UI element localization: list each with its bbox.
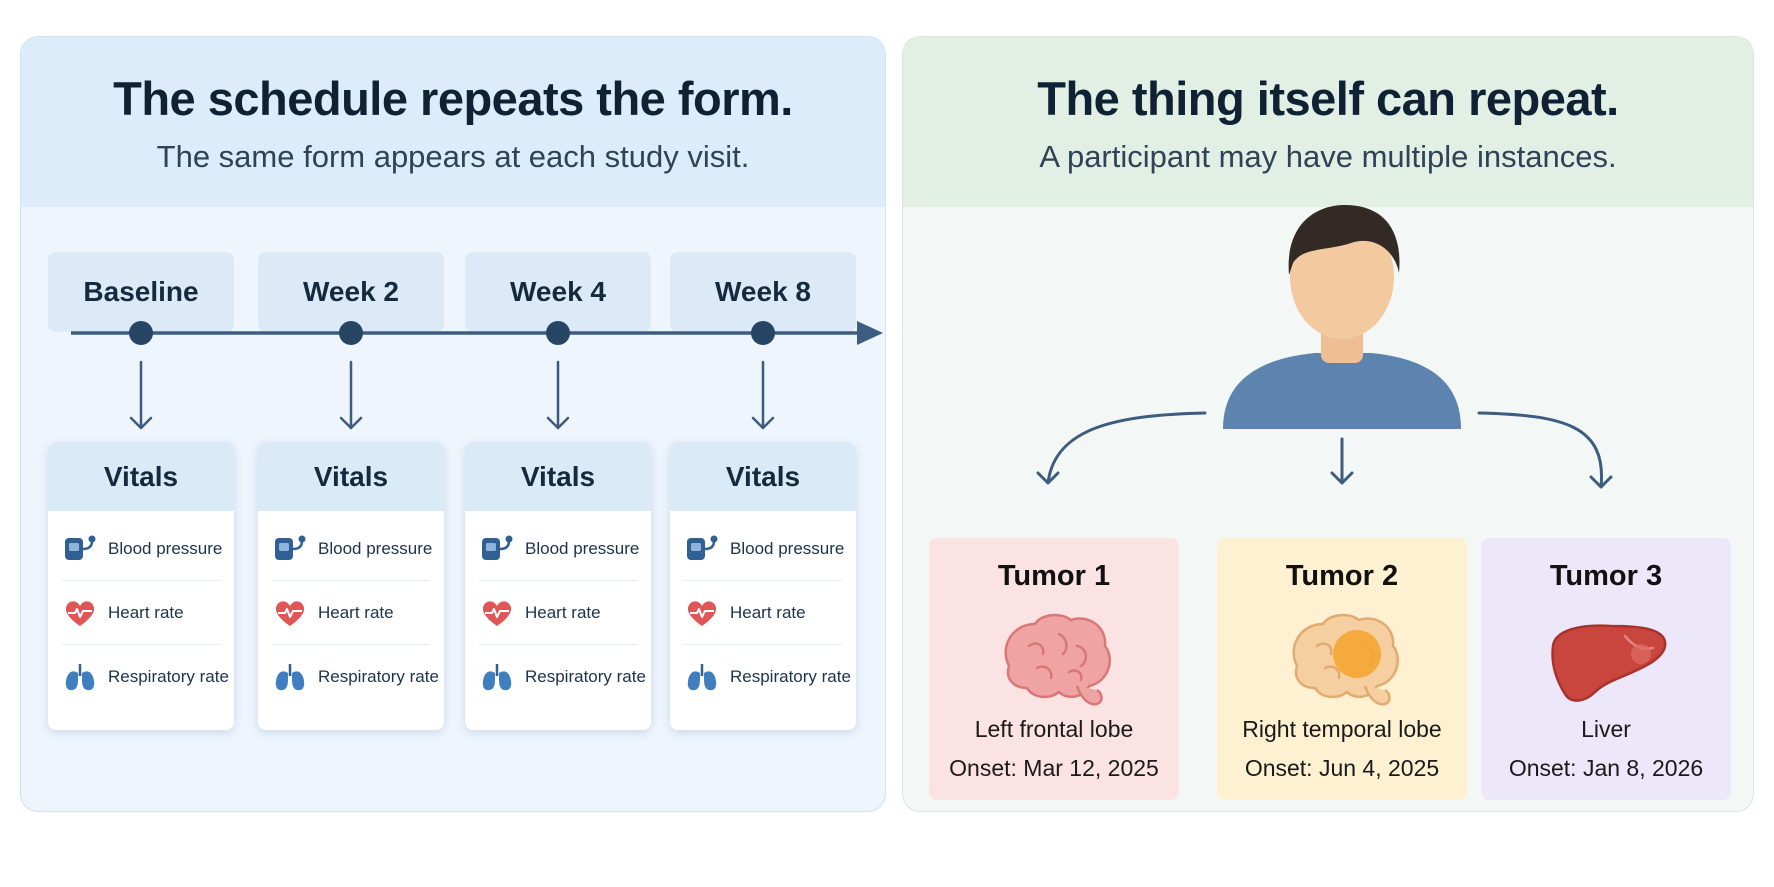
form-field-label: Blood pressure xyxy=(318,538,433,558)
person-icon xyxy=(1223,205,1461,429)
tumor-onset: Onset: Jan 8, 2026 xyxy=(1508,755,1704,781)
tumor-onset: Onset: Mar 12, 2025 xyxy=(949,755,1159,781)
form-field-label: Heart rate xyxy=(730,602,806,622)
tumor-onset: Onset: Jun 4, 2025 xyxy=(1244,755,1440,781)
blood-pressure-cuff-icon xyxy=(687,535,718,560)
form-card-title: Vitals xyxy=(258,442,444,511)
visit-label-week-4: Week 4 xyxy=(465,252,651,332)
form-field-label: Respiratory rate xyxy=(108,666,229,686)
person-hair xyxy=(1288,205,1400,275)
timeline-node-baseline xyxy=(129,321,153,345)
form-card-week-8: Vitals Blood pressure Heart rate Respira… xyxy=(670,442,856,730)
form-field-label: Heart rate xyxy=(525,602,601,622)
left-panel-subtitle: The same form appears at each study visi… xyxy=(156,139,750,174)
brain-icon xyxy=(1004,613,1111,706)
form-field-label: Respiratory rate xyxy=(730,666,851,686)
tumor-title: Tumor 2 xyxy=(1285,560,1399,592)
right-panel-header: The thing itself can repeat. A participa… xyxy=(903,37,1753,207)
lungs-icon xyxy=(482,663,512,690)
form-card-baseline: Vitals Blood pressure Heart rate Respira… xyxy=(48,442,234,730)
form-field-label: Blood pressure xyxy=(108,538,223,558)
lungs-icon xyxy=(275,663,305,690)
visit-label-week-8: Week 8 xyxy=(670,252,856,332)
visit-label-baseline: Baseline xyxy=(48,252,234,332)
form-field-label: Respiratory rate xyxy=(525,666,646,686)
heart-pulse-icon xyxy=(482,600,512,626)
form-field-label: Blood pressure xyxy=(730,538,845,558)
arrow-week-2-to-form xyxy=(339,360,363,430)
tumor-location: Liver xyxy=(1581,716,1631,742)
blood-pressure-cuff-icon xyxy=(482,535,513,560)
form-field-respiratory-rate: Respiratory rate xyxy=(272,645,439,708)
right-panel-subtitle: A participant may have multiple instance… xyxy=(1039,139,1617,174)
form-card-title: Vitals xyxy=(670,442,856,511)
form-field-respiratory-rate: Respiratory rate xyxy=(684,645,851,708)
arrow-to-tumor-1 xyxy=(1036,411,1207,485)
timeline xyxy=(71,321,883,430)
arrow-baseline-to-form xyxy=(129,360,153,430)
person-torso xyxy=(1223,353,1461,429)
right-panel: The thing itself can repeat. A participa… xyxy=(902,36,1754,812)
timeline-arrowhead xyxy=(857,321,883,345)
form-field-blood-pressure: Blood pressure xyxy=(479,517,640,581)
tumor-card-1: Tumor 1 Left frontal lobe Onset: Mar 12,… xyxy=(929,538,1179,800)
arrow-to-tumor-2 xyxy=(1330,437,1354,485)
lungs-icon xyxy=(687,663,717,690)
timeline-node-week-4 xyxy=(546,321,570,345)
form-card-title: Vitals xyxy=(48,442,234,511)
form-field-blood-pressure: Blood pressure xyxy=(62,517,223,581)
form-field-heart-rate: Heart rate xyxy=(272,581,430,645)
form-field-label: Blood pressure xyxy=(525,538,640,558)
left-panel-title: The schedule repeats the form. xyxy=(113,72,793,125)
heart-pulse-icon xyxy=(687,600,717,626)
form-card-week-4: Vitals Blood pressure Heart rate Respira… xyxy=(465,442,651,730)
visit-label-week-2: Week 2 xyxy=(258,252,444,332)
form-field-heart-rate: Heart rate xyxy=(62,581,220,645)
form-field-label: Heart rate xyxy=(318,602,394,622)
tumor-title: Tumor 1 xyxy=(997,560,1111,592)
blood-pressure-cuff-icon xyxy=(275,535,306,560)
form-card-title: Vitals xyxy=(465,442,651,511)
left-panel: The schedule repeats the form. The same … xyxy=(20,36,886,812)
form-field-heart-rate: Heart rate xyxy=(684,581,842,645)
arrow-to-tumor-3 xyxy=(1477,411,1613,489)
form-field-blood-pressure: Blood pressure xyxy=(684,517,845,581)
arrow-week-8-to-form xyxy=(751,360,775,430)
tumor-title: Tumor 3 xyxy=(1549,560,1663,592)
timeline-node-week-8 xyxy=(751,321,775,345)
lungs-icon xyxy=(65,663,95,690)
form-field-label: Heart rate xyxy=(108,602,184,622)
form-card-week-2: Vitals Blood pressure Heart rate Respira… xyxy=(258,442,444,730)
form-field-heart-rate: Heart rate xyxy=(479,581,637,645)
heart-pulse-icon xyxy=(275,600,305,626)
tumor-card-2: Tumor 2 Right temporal lobe Onset: Jun 4… xyxy=(1217,538,1467,800)
arrow-week-4-to-form xyxy=(546,360,570,430)
blood-pressure-cuff-icon xyxy=(65,535,96,560)
right-panel-title: The thing itself can repeat. xyxy=(1037,72,1619,125)
lesion xyxy=(1333,630,1381,678)
tumor-location: Left frontal lobe xyxy=(974,716,1134,742)
tumor-location: Right temporal lobe xyxy=(1242,716,1442,742)
form-field-respiratory-rate: Respiratory rate xyxy=(479,645,646,708)
brain-lesion-icon xyxy=(1292,613,1399,706)
timeline-node-week-2 xyxy=(339,321,363,345)
left-panel-header: The schedule repeats the form. The same … xyxy=(21,37,885,207)
form-field-blood-pressure: Blood pressure xyxy=(272,517,433,581)
form-field-label: Respiratory rate xyxy=(318,666,439,686)
heart-pulse-icon xyxy=(65,600,95,626)
liver-icon xyxy=(1551,624,1667,702)
form-field-respiratory-rate: Respiratory rate xyxy=(62,645,229,708)
tumor-card-3: Tumor 3 Liver Onset: Jan 8, 2026 xyxy=(1481,538,1731,800)
participant-diagram xyxy=(1036,205,1613,489)
